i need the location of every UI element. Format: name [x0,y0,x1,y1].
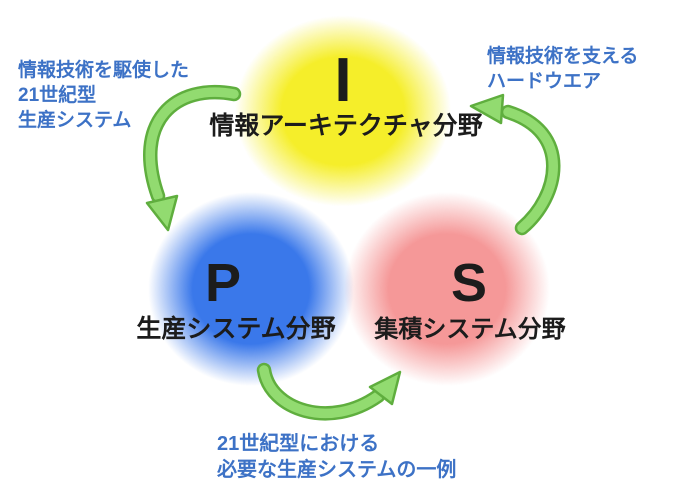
circle-letter-integration: S [450,253,488,313]
note-right: 情報技術を支える ハードウエア [487,44,638,94]
note-right-line-1: 情報技術を支える [487,46,639,67]
circle-caption-information: 情報アーキテクチャ分野 [209,112,483,140]
venn-circle-integration [308,158,586,420]
circle-letter-information: I [334,46,352,115]
note-bottom: 21世紀型における 必要な生産システムの一例 [217,431,456,483]
note-left-line-1: 情報技術を駆使した [18,60,190,81]
circle-letter-production: P [204,253,242,313]
note-left-line-3: 生産システム [18,110,132,131]
note-bottom-line-2: 必要な生産システムの一例 [217,459,457,481]
note-bottom-line-1: 21世紀型における [217,433,380,455]
circle-caption-production: 生産システム分野 [136,315,336,343]
circle-caption-integration: 集積システム分野 [374,316,566,343]
note-right-line-2: ハードウエア [487,71,602,92]
note-left: 情報技術を駆使した 21世紀型 生産システム [18,58,189,133]
note-left-line-2: 21世紀型 [18,85,97,106]
